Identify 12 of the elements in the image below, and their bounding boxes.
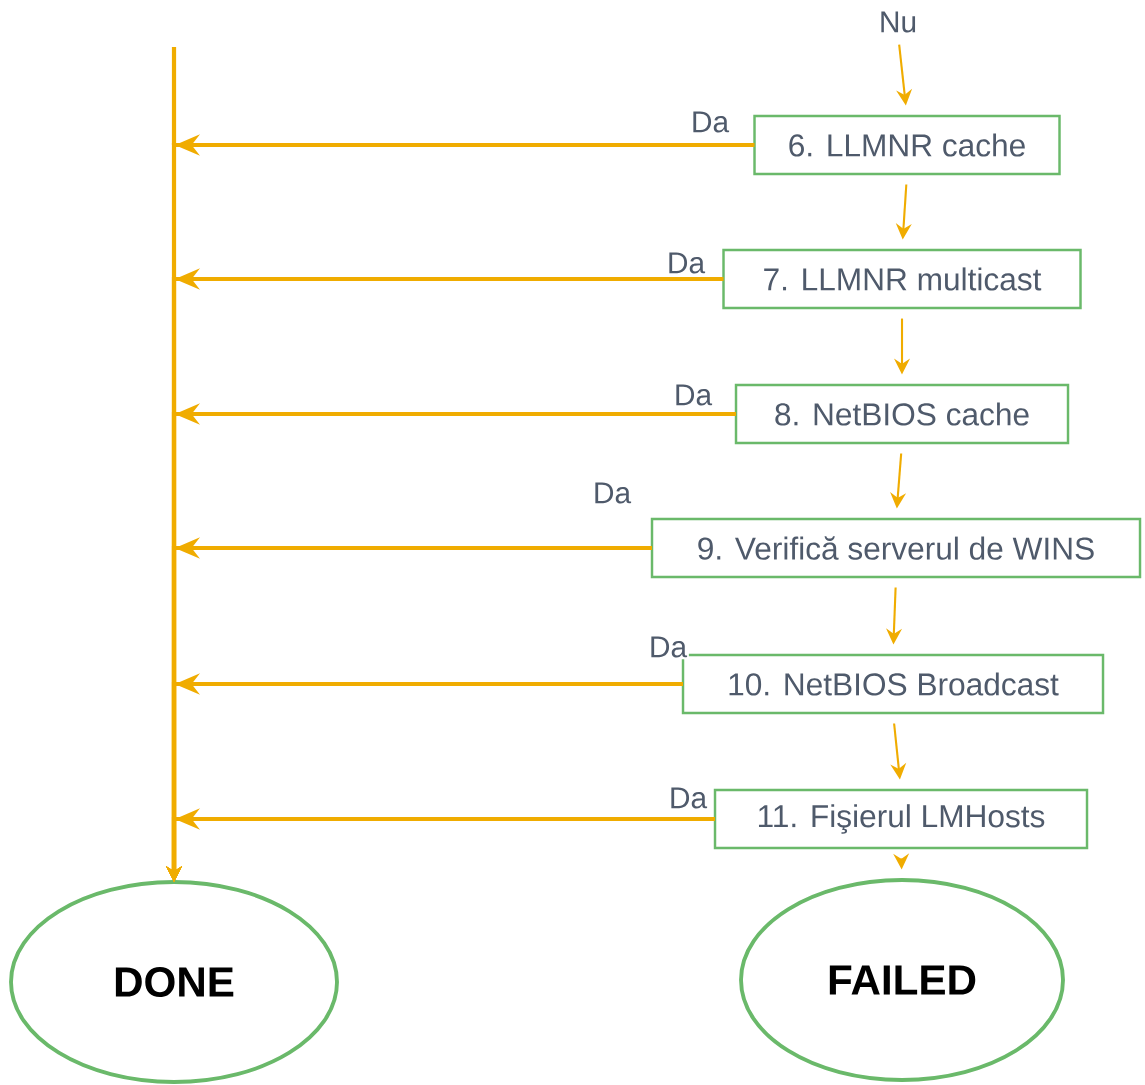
start-label: Nu (881, 11, 916, 33)
edge-label: Da (647, 634, 689, 660)
process-box: 8. NetBIOS cache (734, 383, 1070, 445)
edge-label: Da (672, 382, 714, 408)
process-box: 9. Verifică serverul de WINS (650, 517, 1142, 579)
process-box: 6. LLMNR cache (753, 114, 1061, 176)
edge-label: Da (591, 480, 633, 506)
edge-label: Da (667, 785, 709, 811)
edge-label: Da (689, 109, 731, 135)
process-box: 11. Fişierul LMHosts (713, 788, 1089, 850)
edge-label: Da (665, 250, 707, 276)
process-box: 7. LLMNR multicast (722, 248, 1082, 310)
